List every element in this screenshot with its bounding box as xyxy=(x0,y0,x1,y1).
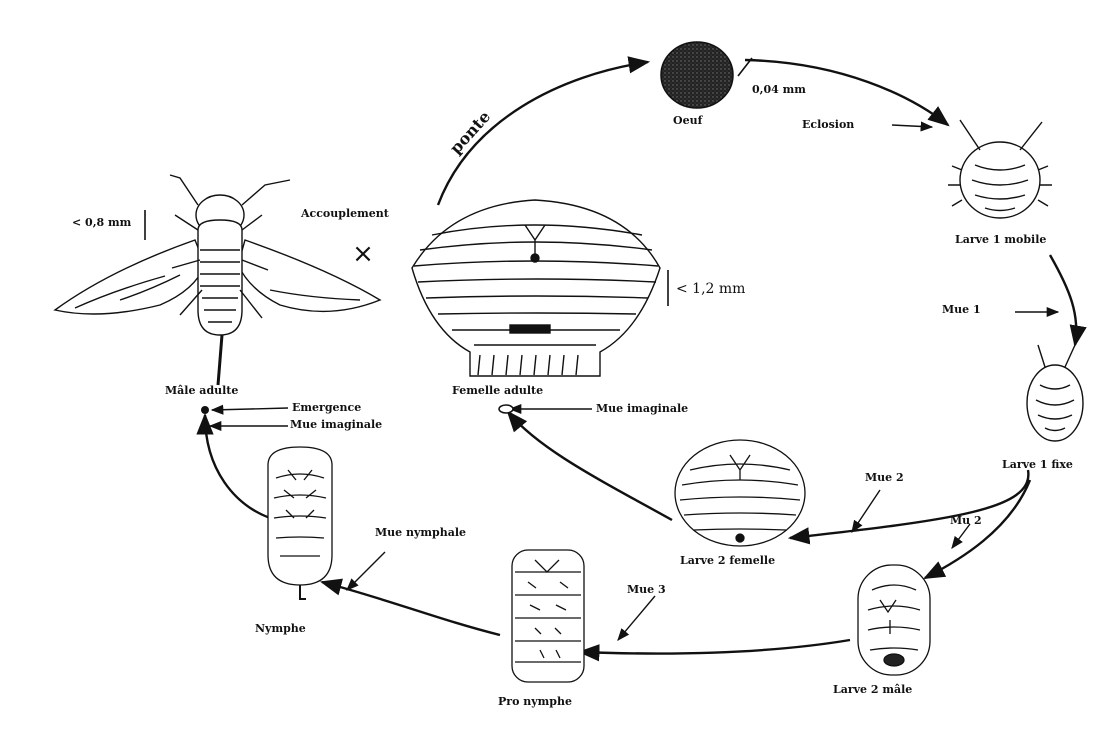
arrow-nymphe-to-male xyxy=(205,415,270,518)
female-adult-illustration xyxy=(412,200,660,376)
event-mue2-femelle-label: Mue 2 xyxy=(865,472,904,483)
event-mue1-label: Mue 1 xyxy=(942,304,981,315)
emergence-marker xyxy=(201,406,209,414)
stage-label-femelle-adulte: Femelle adulte xyxy=(452,385,543,396)
annotation-arrows xyxy=(210,125,1058,640)
arrow-fixe-to-larve2-femelle xyxy=(790,470,1028,538)
stage-label-oeuf: Oeuf xyxy=(673,115,702,126)
arrow-larve2-male-to-pronymphe xyxy=(580,640,850,654)
larva1-fixe-illustration xyxy=(1027,345,1083,441)
event-emergence-label: Emergence xyxy=(292,402,361,413)
nymphe-illustration xyxy=(268,447,332,599)
stage-label-larve1-fixe: Larve 1 fixe xyxy=(1002,459,1073,470)
larva2-male-illustration xyxy=(858,565,930,675)
stage-label-larve2-femelle: Larve 2 femelle xyxy=(680,555,775,566)
pronymphe-illustration xyxy=(512,550,584,682)
size-label-femelle: < 1,2 mm xyxy=(676,282,745,296)
moult-marker xyxy=(499,405,513,413)
arrow-larve2-femelle-to-femelle-adulte xyxy=(508,412,672,520)
arrow-pronymphe-to-nymphe xyxy=(322,582,500,635)
arrow-fixe-to-larve2-male xyxy=(925,480,1030,578)
size-label-male: < 0,8 mm xyxy=(72,217,131,228)
cycle-arrows xyxy=(205,60,1076,654)
event-eclosion-label: Eclosion xyxy=(802,119,854,130)
egg-illustration xyxy=(661,42,733,108)
size-label-oeuf: 0,04 mm xyxy=(752,84,806,95)
larva2-femelle-illustration xyxy=(675,440,805,546)
event-mue-imaginale-femelle-label: Mue imaginale xyxy=(596,403,688,414)
stage-label-nymphe: Nymphe xyxy=(255,623,306,634)
event-mue-imaginale-male-label: Mue imaginale xyxy=(290,419,382,430)
event-mue3-label: Mue 3 xyxy=(627,584,666,595)
event-accouplement-label: Accouplement xyxy=(301,208,389,219)
stage-label-larve2-male: Larve 2 mâle xyxy=(833,684,912,695)
stage-label-pronymphe: Pro nymphe xyxy=(498,696,572,707)
stage-label-larve1-mobile: Larve 1 mobile xyxy=(955,234,1046,245)
arrow-larve1-mobile-to-fixe xyxy=(1050,255,1076,345)
cross-symbol: × xyxy=(352,239,374,269)
stage-label-male-adulte: Mâle adulte xyxy=(165,385,238,396)
event-mue2-male-label: Mu 2 xyxy=(950,515,982,526)
event-mue-nymphale-label: Mue nymphale xyxy=(375,527,466,538)
larva1-mobile-illustration xyxy=(948,120,1052,218)
